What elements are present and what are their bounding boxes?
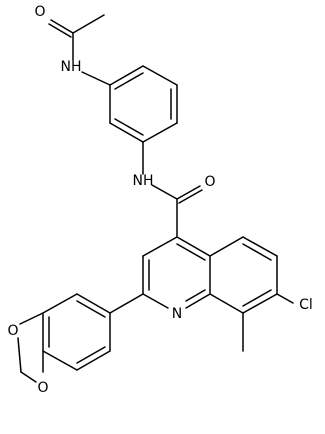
bond-ring1-e bbox=[109, 122, 144, 143]
bond-ring1-a-inner bbox=[114, 72, 144, 90]
bond-ch2-o-bottom bbox=[20, 371, 37, 383]
bond-c7-c8-inner bbox=[242, 289, 272, 307]
bond-c7-cl bbox=[276, 293, 294, 304]
bond-acetyl-c-o-b bbox=[48, 23, 72, 38]
bond-ring3-a-inner bbox=[76, 300, 106, 318]
bond-n1-c8a-inner bbox=[185, 289, 206, 302]
atom-label-acetyl-oxygen: O bbox=[34, 4, 45, 20]
atom-label-acetyl-nh: NH bbox=[61, 59, 82, 75]
bond-c7-c8 bbox=[242, 293, 278, 314]
bond-c8-c8a bbox=[209, 293, 244, 314]
bond-methyl-carbonyl bbox=[72, 14, 105, 34]
bond-amide-c-o-b bbox=[178, 189, 203, 204]
bond-c4a-c4 bbox=[176, 236, 211, 257]
bond-ring3-e-inner bbox=[76, 346, 106, 364]
bond-ring1-a bbox=[109, 65, 144, 86]
bond-ring3-a bbox=[76, 293, 111, 314]
atom-label-dioxole-oxygen-bottom: O bbox=[37, 380, 48, 396]
atom-labels: O NH NH O N Cl O O bbox=[7, 4, 312, 396]
bond-ring3-b bbox=[42, 293, 78, 314]
bond-ring3-o-top bbox=[19, 312, 44, 325]
bond-c2-aryl bbox=[109, 293, 144, 314]
bond-c2-n1 bbox=[142, 293, 169, 309]
bond-c5-c6-inner bbox=[242, 243, 272, 261]
bond-n1-c8a bbox=[185, 293, 211, 309]
bond-nh-carbonyl bbox=[151, 184, 178, 200]
bond-ring1-d bbox=[142, 122, 178, 143]
bond-ring1-e-inner bbox=[114, 118, 144, 136]
atom-label-chlorine: Cl bbox=[299, 297, 313, 313]
bond-c4a-c4-inner bbox=[176, 243, 206, 261]
bond-ring3-d bbox=[42, 350, 78, 371]
bond-c5-c6 bbox=[242, 236, 278, 257]
bond-o-ch2-top bbox=[17, 337, 22, 373]
atom-label-amide-oxygen: O bbox=[204, 174, 215, 190]
bond-acetyl-c-o-a bbox=[50, 19, 74, 34]
bond-n-ring bbox=[81, 71, 111, 86]
bonds bbox=[17, 14, 294, 383]
bond-c4-c3 bbox=[142, 236, 178, 257]
bond-ring1-b bbox=[142, 65, 178, 86]
atom-label-amide-nh: NH bbox=[133, 173, 154, 189]
bond-c4a-c5 bbox=[209, 236, 244, 257]
bond-amide-c-o-a bbox=[176, 185, 201, 200]
bond-ring3-e bbox=[76, 350, 111, 371]
atom-label-quinoline-nitrogen: N bbox=[172, 306, 182, 322]
atom-label-dioxole-oxygen-top: O bbox=[7, 323, 18, 339]
